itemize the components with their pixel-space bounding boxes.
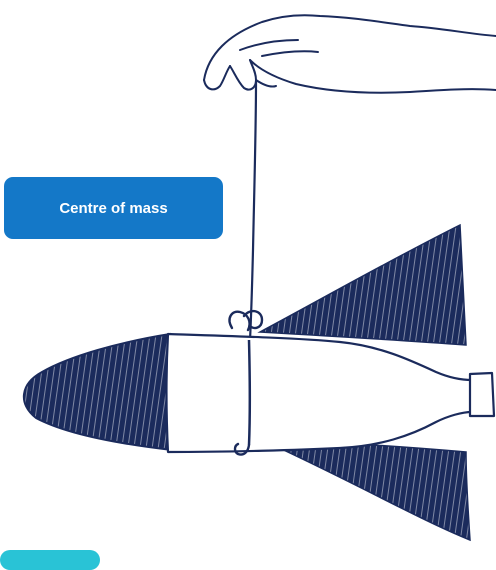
centre-of-mass-text: Centre of mass bbox=[59, 200, 167, 217]
bottle-cap bbox=[470, 373, 494, 416]
rocket-body bbox=[167, 334, 495, 452]
string-knot-icon bbox=[230, 311, 262, 330]
rocket-nose-cone bbox=[24, 334, 172, 450]
rocket-bottom-fin bbox=[262, 440, 470, 540]
string-wrap bbox=[249, 340, 250, 445]
centre-of-mass-label: Centre of mass bbox=[4, 177, 223, 239]
accent-tab bbox=[0, 550, 100, 570]
hand-illustration bbox=[204, 15, 496, 92]
rocket-top-fin bbox=[260, 225, 466, 345]
